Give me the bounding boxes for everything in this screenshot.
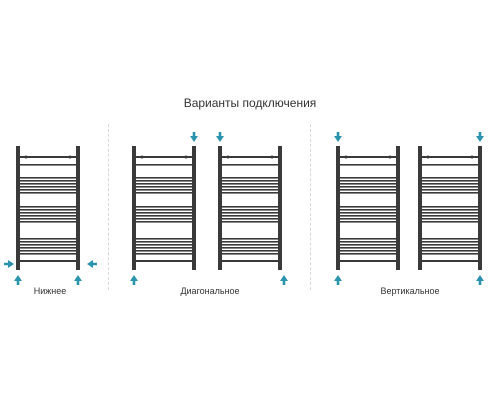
arrow-icon [4, 260, 14, 268]
arrow-icon [476, 275, 484, 285]
radiator-vertical-1 [336, 146, 400, 270]
radiator-diagonal-2 [218, 146, 282, 270]
caption-bottom: Нижнее [33, 286, 67, 296]
separator-1 [108, 124, 109, 290]
arrow-icon [334, 275, 342, 285]
radiator-bottom [16, 146, 80, 270]
diagram-title: Варианты подключения [183, 96, 317, 110]
arrow-icon [476, 132, 484, 142]
arrow-icon [216, 132, 224, 142]
radiator-vertical-2 [418, 146, 482, 270]
arrow-icon [74, 275, 82, 285]
arrow-icon [334, 132, 342, 142]
arrow-icon [130, 275, 138, 285]
arrow-icon [190, 132, 198, 142]
caption-vertical: Вертикальное [380, 286, 440, 296]
arrow-icon [280, 275, 288, 285]
radiator-diagonal-1 [132, 146, 196, 270]
caption-diagonal: Диагональное [180, 286, 240, 296]
separator-2 [310, 124, 311, 290]
arrow-icon [14, 275, 22, 285]
arrow-icon [87, 260, 97, 268]
